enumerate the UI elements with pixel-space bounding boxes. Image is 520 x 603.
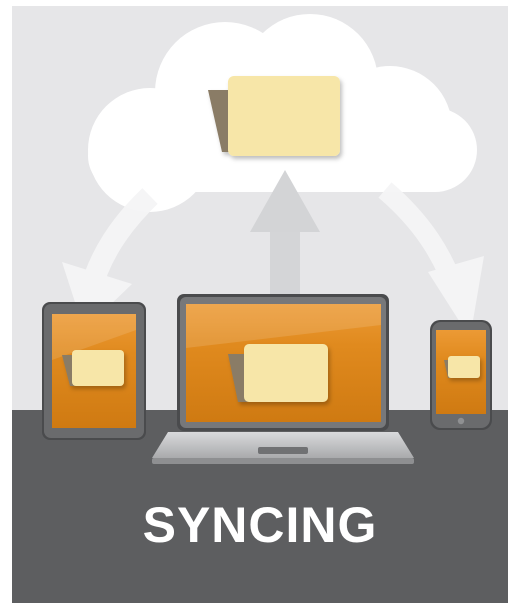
laptop-folder-icon bbox=[228, 344, 328, 402]
phone-icon bbox=[430, 320, 492, 430]
syncing-caption: SYNCING bbox=[142, 497, 378, 553]
laptop-icon bbox=[152, 294, 414, 464]
phone-folder-icon bbox=[444, 356, 480, 378]
cloud-folder-icon bbox=[208, 76, 340, 156]
laptop-trackpad bbox=[258, 447, 308, 454]
phone-home-button bbox=[457, 417, 465, 425]
tablet-folder-icon bbox=[62, 350, 124, 386]
cloud-icon bbox=[88, 14, 477, 212]
arrow-to-phone-head bbox=[428, 256, 484, 338]
tablet-icon bbox=[42, 302, 146, 440]
arrow-to-cloud-head bbox=[250, 170, 320, 232]
laptop-base bbox=[152, 432, 414, 458]
